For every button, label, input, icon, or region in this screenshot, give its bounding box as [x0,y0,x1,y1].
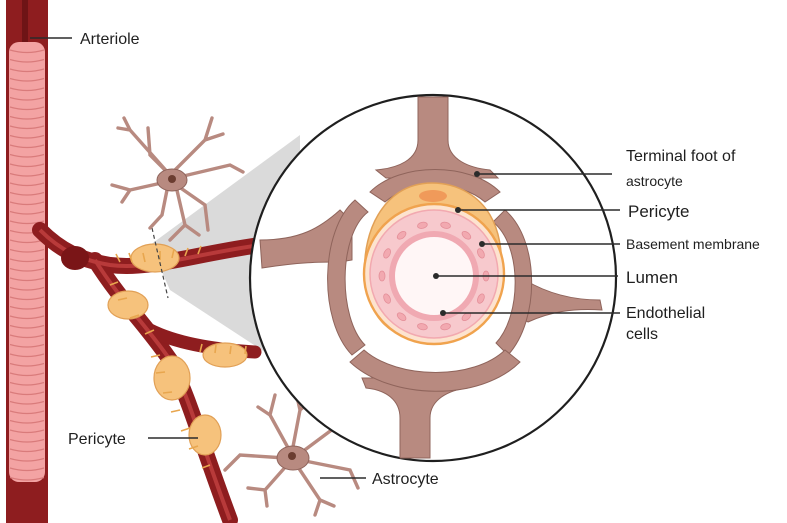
arteriole-ring [9,391,45,396]
endothelial-cell [396,312,407,322]
arteriole-ring [9,467,45,472]
astrocyte-top [110,116,245,242]
endothelial-cell [396,230,407,240]
arteriole-ring [9,438,45,443]
cross-section-inset [248,93,618,463]
arteriole-ring [9,115,45,120]
arteriole-ring [9,58,45,63]
arteriole-ring [9,201,45,206]
arteriole-ring [9,163,45,168]
arteriole-ring [9,77,45,82]
endothelial-cell [461,230,472,240]
arteriole-ring [9,419,45,424]
arteriole-ring [9,410,45,415]
arteriole-ring [9,68,45,73]
arteriole-ring [9,305,45,310]
arteriole-ring [9,134,45,139]
arteriole-ring [9,248,45,253]
astrocyte-top-nucleus [168,175,176,183]
pericyte-processes [109,245,247,469]
arteriole-ring [9,267,45,272]
arteriole-ring [9,258,45,263]
arteriole-ring [9,457,45,462]
label-endothelial-line2: cells [626,326,658,343]
arteriole-ring [9,277,45,282]
endothelial-cell [378,270,386,282]
label-endothelial-line1: Endothelial [626,305,705,322]
arteriole-ring [9,315,45,320]
label-pericyte-inset: Pericyte [628,202,689,221]
arteriole-ring [9,106,45,111]
endothelial-cell [383,293,391,304]
arteriole-ring [9,172,45,177]
arteriole-ring [9,362,45,367]
arteriole-ring [9,343,45,348]
label-lumen: Lumen [626,268,678,287]
label-pericyte-left: Pericyte [68,431,126,448]
arteriole-ring [9,125,45,130]
arteriole-ring [9,191,45,196]
arteriole-ring [9,476,45,481]
arteriole-ring [9,381,45,386]
arteriole-ring [9,334,45,339]
endothelial-cell [417,323,428,331]
label-astrocyte: Astrocyte [372,471,439,488]
arteriole-ring [9,182,45,187]
arteriole-ring [9,448,45,453]
arteriole-ring [9,144,45,149]
arteriole-ring [9,153,45,158]
arteriole-ring [9,296,45,301]
arteriole-ring [9,49,45,54]
section-cut-line [151,227,169,299]
leader-lines [30,37,620,479]
endothelial-cell [383,248,391,259]
arteriole-ring [9,400,45,405]
label-basement-membrane: Basement membrane [626,236,760,252]
label-arteriole: Arteriole [80,31,140,48]
endothelial-cell [440,323,451,331]
arteriole-ring [9,353,45,358]
arteriole-ring [9,210,45,215]
astrocyte-bottom-nucleus [288,452,296,460]
arteriole-ring [9,429,45,434]
label-terminal-foot-line1: Terminal foot of [626,148,736,165]
endothelial-cell [477,248,485,259]
arteriole-ring [9,372,45,377]
arteriole-ring [9,220,45,225]
endothelial-cell [417,221,428,229]
arteriole [6,0,48,523]
label-terminal-foot-line2: astrocyte [626,173,683,189]
endothelial-cell [440,221,451,229]
arteriole-ring [9,96,45,101]
endothelial-cell [477,293,485,304]
arteriole-ring [9,324,45,329]
arteriole-ring [9,286,45,291]
arteriole-ring [9,87,45,92]
